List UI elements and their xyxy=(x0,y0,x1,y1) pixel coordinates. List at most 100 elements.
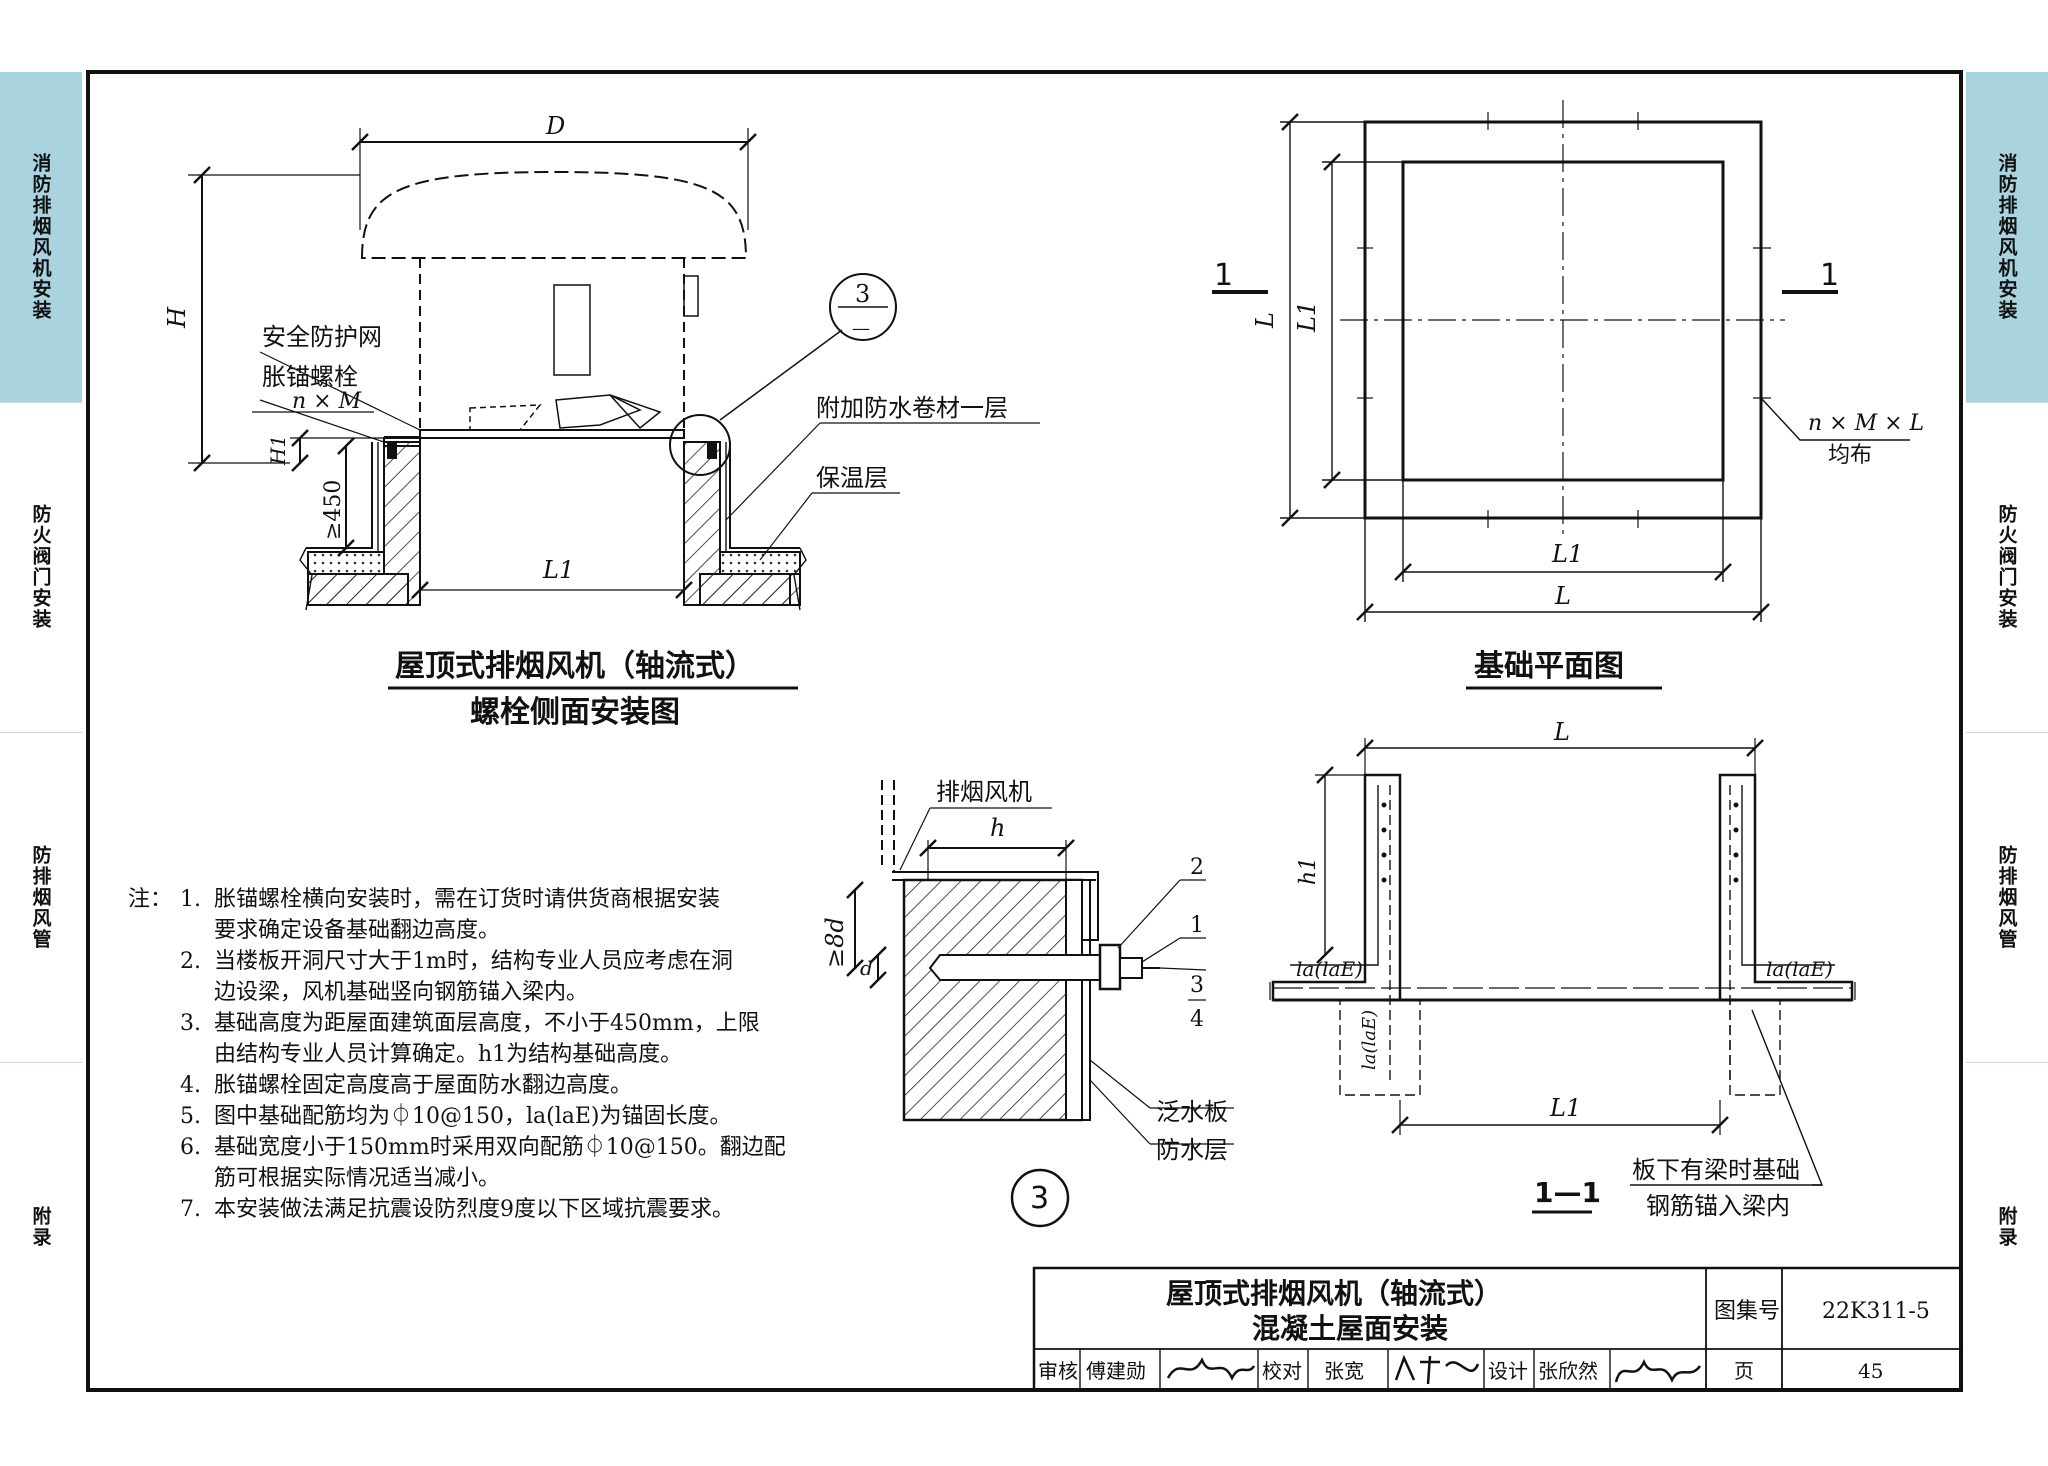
side-view-title-2: 螺栓侧面安装图 xyxy=(470,695,680,730)
side-tab-smoke-duct[interactable]: 防排烟风管 xyxy=(0,732,82,1063)
side-tab-label: 消防排烟风机安装 xyxy=(1995,153,2018,321)
detail-3 xyxy=(846,780,1234,1228)
dim-h1-label: H1 xyxy=(266,435,290,466)
note-6-line-1: 基础宽度小于150mm时采用双向配筋⏀10@150。翻边配 xyxy=(214,1134,786,1160)
note-7-num: 7. xyxy=(180,1197,201,1222)
note-3-line-1: 基础高度为距屋面建筑面层高度，不小于450mm，上限 xyxy=(214,1011,760,1036)
page-label: 页 xyxy=(1734,1359,1754,1383)
section-dim-l1: L1 xyxy=(1549,1094,1581,1122)
note-5-line-1: 图中基础配筋均为⏀10@150，la(laE)为锚固长度。 xyxy=(214,1103,732,1129)
notes: 注： 1. 胀锚螺栓横向安装时，需在订货时请供货商根据安装 要求确定设备基础翻边… xyxy=(128,887,786,1222)
checker-name: 张宽 xyxy=(1324,1359,1364,1383)
section-dim-la-vertical: la(laE) xyxy=(1359,1010,1380,1070)
detail-dim-8d: ≥8d xyxy=(821,917,849,968)
page-number: 45 xyxy=(1858,1359,1883,1383)
drawing-title-2: 混凝土屋面安装 xyxy=(1252,1312,1448,1345)
side-tab-label: 防火阀门安装 xyxy=(1995,504,2018,630)
side-view-title-1: 屋顶式排烟风机（轴流式） xyxy=(395,649,755,684)
note-5-num: 5. xyxy=(180,1104,201,1129)
section-dim-la-left: la(laE) xyxy=(1296,957,1363,981)
designer-name: 张欣然 xyxy=(1538,1359,1598,1383)
bolt-distribution-note-1: n × M × L xyxy=(1808,411,1924,436)
part-number-1: 1 xyxy=(1190,913,1204,938)
section-mark-right: 1 xyxy=(1820,258,1839,293)
detail-number: 3 xyxy=(1030,1181,1049,1216)
section-title: 1—1 xyxy=(1534,1176,1601,1209)
atlas-label: 图集号 xyxy=(1714,1299,1780,1324)
label-safety-net: 安全防护网 xyxy=(262,323,382,351)
detail-3-labels: 排烟风机 h ≥8d d 2 1 3 4 泛水板 防水层 3 xyxy=(821,778,1228,1216)
section-dim-h1: h1 xyxy=(1296,857,1321,885)
note-3-line-2: 由结构专业人员计算确定。h1为结构基础高度。 xyxy=(214,1042,682,1067)
note-6-num: 6. xyxy=(180,1135,201,1160)
dim-d-label: D xyxy=(545,112,565,140)
label-n-x-m: n × M xyxy=(292,389,362,414)
section-dim-l: L xyxy=(1553,718,1570,746)
part-number-3: 3 xyxy=(1190,973,1204,998)
side-tab-label: 防排烟风管 xyxy=(1995,844,2018,950)
side-tab-fire-damper-right[interactable]: 防火阀门安装 xyxy=(1966,402,2048,733)
label-flashing: 泛水板 xyxy=(1156,1098,1228,1126)
note-2-num: 2. xyxy=(180,949,201,974)
design-label: 设计 xyxy=(1488,1359,1528,1383)
reviewer-name: 傅建勋 xyxy=(1086,1359,1146,1383)
side-tab-label: 防排烟风管 xyxy=(29,844,52,950)
notes-prefix: 注： xyxy=(128,887,172,912)
note-2-line-2: 边设梁，风机基础竖向钢筋锚入梁内。 xyxy=(214,980,588,1005)
note-6-line-2: 筋可根据实际情况适当减小。 xyxy=(214,1166,500,1191)
beam-note-1: 板下有梁时基础 xyxy=(1632,1156,1800,1184)
side-view-labels: D H H1 ≥450 L1 安全防护网 胀锚螺栓 n × M 附加防水卷材一层… xyxy=(163,112,1008,730)
side-tab-fire-damper[interactable]: 防火阀门安装 xyxy=(0,402,82,733)
side-tab-appendix[interactable]: 附录 xyxy=(0,1062,82,1392)
title-block xyxy=(1032,1266,1963,1392)
detail-dim-h: h xyxy=(990,814,1005,842)
plan-view-labels: L L1 L1 L 1 1 n × M × L 均布 基础平面图 xyxy=(1214,258,1924,684)
drawing-frame xyxy=(86,70,1963,1392)
side-tab-smoke-duct-right[interactable]: 防排烟风管 xyxy=(1966,732,2048,1063)
side-tab-label: 消防排烟风机安装 xyxy=(29,153,52,321)
plan-dim-l1-left: L1 xyxy=(1293,301,1321,333)
side-view xyxy=(188,128,1040,611)
note-1-num: 1. xyxy=(180,887,201,912)
dim-450-label: ≥450 xyxy=(321,480,346,540)
plan-dim-l1-bottom: L1 xyxy=(1551,540,1583,568)
note-3-num: 3. xyxy=(180,1011,201,1036)
bolt-distribution-note-2: 均布 xyxy=(1828,443,1872,468)
label-smoke-fan: 排烟风机 xyxy=(936,778,1032,806)
review-label: 审核 xyxy=(1038,1359,1078,1383)
title-block-labels: 屋顶式排烟风机（轴流式） 混凝土屋面安装 图集号 22K311-5 审核 傅建勋… xyxy=(1038,1277,1930,1383)
check-label: 校对 xyxy=(1262,1359,1302,1383)
reviewer-signature xyxy=(1166,1357,1256,1381)
plan-view-title: 基础平面图 xyxy=(1474,649,1624,684)
label-extra-membrane: 附加防水卷材一层 xyxy=(816,394,1008,422)
note-2-line-1: 当楼板开洞尺寸大于1m时，结构专业人员应考虑在洞 xyxy=(214,949,733,974)
side-tab-label: 防火阀门安装 xyxy=(29,504,52,630)
note-1-line-1: 胀锚螺栓横向安装时，需在订货时请供货商根据安装 xyxy=(214,887,720,912)
callout-number: 3 xyxy=(855,280,870,308)
note-4-line-1: 胀锚螺栓固定高度高于屋面防水翻边高度。 xyxy=(214,1073,632,1098)
side-tab-fan-install-right[interactable]: 消防排烟风机安装 xyxy=(1966,72,2048,403)
side-tab-fan-install[interactable]: 消防排烟风机安装 xyxy=(0,72,82,403)
section-1-1 xyxy=(1269,738,1856,1214)
plan-dim-l-left: L xyxy=(1251,312,1279,329)
label-anchor-bolt: 胀锚螺栓 xyxy=(262,363,358,391)
note-1-line-2: 要求确定设备基础翻边高度。 xyxy=(214,918,500,943)
plan-view xyxy=(1212,100,1910,622)
section-dim-la-right: la(laE) xyxy=(1766,957,1833,981)
side-tab-appendix-right[interactable]: 附录 xyxy=(1966,1062,2048,1392)
section-1-1-labels: L h1 la(laE) la(laE) la(laE) L1 1—1 板下有梁… xyxy=(1296,718,1833,1220)
checker-signature xyxy=(1394,1354,1480,1385)
dim-l1-label: L1 xyxy=(542,556,574,584)
dim-h-label: H xyxy=(163,306,191,329)
label-waterproof: 防水层 xyxy=(1156,1136,1228,1164)
section-mark-left: 1 xyxy=(1214,258,1233,293)
atlas-number: 22K311-5 xyxy=(1822,1299,1930,1324)
beam-note-2: 钢筋锚入梁内 xyxy=(1646,1192,1790,1220)
note-4-num: 4. xyxy=(180,1073,201,1098)
plan-dim-l-bottom: L xyxy=(1554,582,1571,610)
note-7-line-1: 本安装做法满足抗震设防烈度9度以下区域抗震要求。 xyxy=(214,1197,734,1222)
designer-signature xyxy=(1614,1358,1702,1383)
detail-dim-d: d xyxy=(860,956,873,980)
label-insulation: 保温层 xyxy=(816,464,888,492)
